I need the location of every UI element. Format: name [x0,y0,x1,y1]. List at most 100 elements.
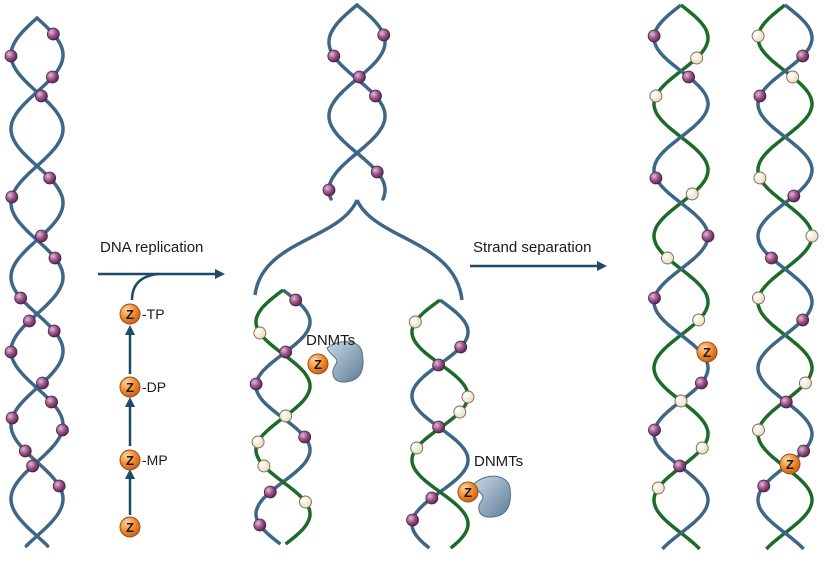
z-symbol: Z [464,485,472,500]
methyl-group-icon [298,430,312,444]
unmethylated-site-icon [685,187,699,201]
unmethylated-site-icon [649,89,663,103]
methyl-group-icon [322,183,336,197]
unmethylated-site-icon [695,441,709,455]
unmethylated-site-icon [279,409,293,423]
methyl-group-icon [253,518,267,532]
dna-replication-label: DNA replication [100,239,203,256]
z-symbol: Z [314,357,322,372]
methyl-group-icon [36,376,49,390]
z-nucleoside: Z [119,516,141,538]
replication-fork [253,199,464,301]
methyl-group-icon [695,376,708,390]
separated-b-new-strand [756,3,814,551]
methyl-group-icon [753,89,767,103]
methyl-group-icon [454,340,468,354]
methyl-group-icon [757,479,771,493]
step-dp: -DP [142,379,166,395]
methyl-group-icon [26,459,40,473]
unmethylated-site-icon [461,390,475,404]
methyl-group-icon [369,89,382,103]
methyl-group-icon [425,491,439,505]
methyl-group-icon [5,190,19,204]
step-mp: -MP [142,452,168,468]
separated-a-parental-strand [652,3,710,551]
parental-helix-strand-a [9,16,65,548]
methyl-group-icon [352,70,366,84]
z-diphosphate: Z -DP [119,376,166,398]
z-symbol: Z [126,380,134,395]
parental-helix-strand-b [9,16,65,548]
unmethylated-site-icon [752,423,765,437]
daughter-b-new-strand [410,298,470,550]
zebularine-icon [696,341,718,363]
zebularine-icon [119,303,141,325]
zebularine-icon [307,353,329,375]
unmethylated-site-icon [798,376,812,390]
unmethylated-site-icon [690,51,704,65]
z-monophosphate: Z -MP [119,449,168,471]
strand-separation-label: Strand separation [473,239,591,256]
methyl-group-icon [648,423,661,437]
unmethylated-site-icon [251,435,265,449]
methyl-group-icon [648,291,661,305]
unmethylated-site-icon [751,29,765,43]
methyl-group-icon [647,29,661,43]
methyl-group-icon [673,459,687,473]
methyl-group-icon [406,513,419,527]
zebularine-icon [779,453,801,475]
methyl-group-icon [34,89,48,103]
methyl-group-icon [796,313,810,327]
methyl-group-icon [46,27,60,41]
methyl-group-icon [18,444,32,458]
zebularine-pathway: Z -TP Z -DP Z -MP Z [119,303,168,538]
unmethylated-site-icon [651,481,665,495]
z-symbol: Z [126,520,134,535]
methyl-group-icon [46,70,59,84]
methyl-group-icon [43,171,57,185]
unmethylated-site-icon [786,70,800,84]
methyl-group-icon [327,49,341,63]
methyl-group-icon [279,345,293,359]
z-symbol: Z [703,345,711,360]
unmethylated-site-icon [410,441,424,455]
unmethylated-site-icon [692,313,706,327]
methyl-group-icon [4,49,18,63]
pathway-join-icon [130,272,159,301]
methylation-sites [4,27,819,532]
zebularine-icon [119,449,141,471]
methyl-group-icon [787,189,801,203]
methyl-group-icon [796,49,810,63]
methyl-group-icon [249,377,263,391]
methyl-group-icon [56,423,69,437]
zebularine-icon [457,481,479,503]
dnmt-enzymes [326,341,511,518]
fork-left-arm [253,199,359,296]
methyl-group-icon [797,444,811,458]
methyl-group-icon [649,171,663,185]
labels: DNA replication Strand separation DNMTs … [100,239,591,470]
process-arrows [98,261,607,515]
step-tp: -TP [142,306,165,322]
unmethylated-site-icon [253,326,267,340]
unmethylated-site-icon [753,171,767,185]
unmethylated-site-icon [805,229,819,243]
methyl-group-icon [45,395,58,409]
unmethylated-site-icon [298,495,312,509]
dnmts-label-top: DNMTs [306,332,355,349]
methyl-group-icon [779,395,793,409]
unmethylated-site-icon [661,251,674,265]
methyl-group-icon [432,358,446,372]
unmethylated-site-icon [674,394,688,408]
fork-parental-helix-strand-b [327,3,387,201]
methyl-group-icon [701,229,715,243]
methyl-group-icon [47,324,61,338]
zebularine-icon [119,516,141,538]
z-symbol: Z [126,307,134,322]
methyl-group-icon [14,291,28,305]
unmethylated-site-icon [752,291,765,305]
methyl-group-icon [370,165,384,179]
